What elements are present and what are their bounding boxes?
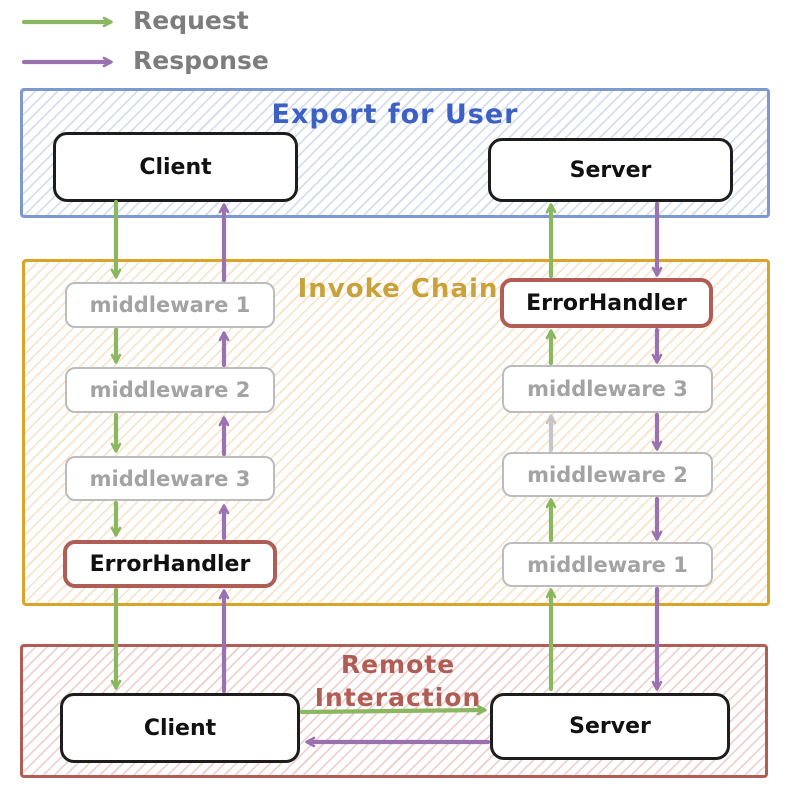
node-client-bottom: Client (60, 693, 300, 763)
node-middleware-1-right: middleware 1 (502, 542, 713, 587)
remote-interaction-title: Remote Interaction (314, 650, 482, 712)
legend-request-label: Request (133, 6, 249, 35)
node-middleware-1-left: middleware 1 (65, 282, 275, 328)
node-errorhandler-left: ErrorHandler (63, 540, 277, 588)
invoke-chain-title: Invoke Chain (297, 274, 499, 304)
node-middleware-2-left: middleware 2 (65, 367, 275, 413)
export-for-user-title: Export for User (271, 99, 519, 130)
node-errorhandler-right: ErrorHandler (500, 278, 713, 328)
node-middleware-3-left: middleware 3 (65, 456, 275, 501)
node-server-bottom: Server (490, 693, 730, 760)
node-middleware-3-right: middleware 3 (502, 365, 713, 413)
node-server-top: Server (488, 138, 733, 202)
node-middleware-2-right: middleware 2 (502, 452, 713, 497)
legend-response-label: Response (133, 46, 269, 75)
node-client-top: Client (53, 132, 298, 202)
